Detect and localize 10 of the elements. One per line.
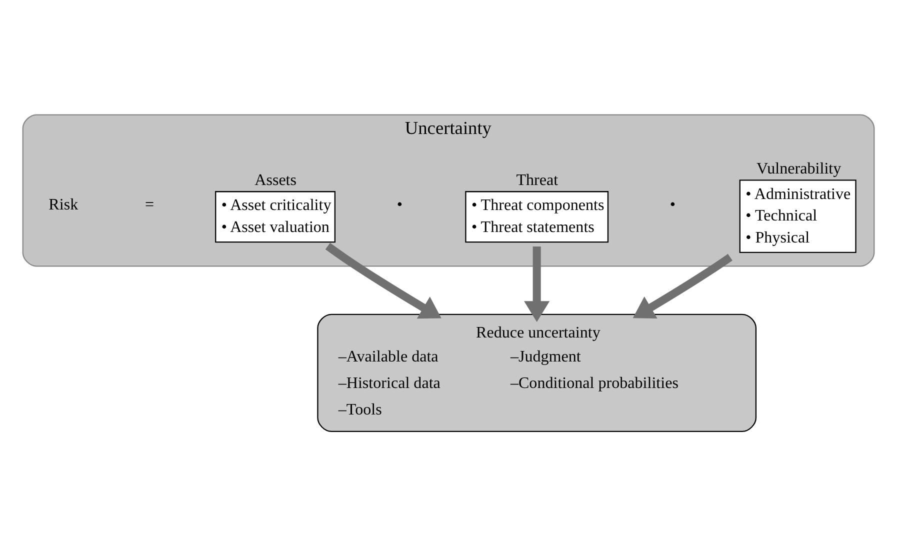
node-box: Reduce uncertainty –Available data –Judgment –Historical data –Conditional probabilities –Tools (317, 314, 757, 432)
arrow (325, 242, 442, 319)
label: = (145, 196, 154, 214)
arrow (524, 246, 550, 322)
label: • (670, 196, 676, 214)
node-label: Assets (254, 172, 297, 189)
node-label: Vulnerability (756, 160, 842, 178)
node-label: Threat (516, 172, 558, 189)
label: • (396, 196, 402, 214)
label: Risk (48, 196, 78, 214)
